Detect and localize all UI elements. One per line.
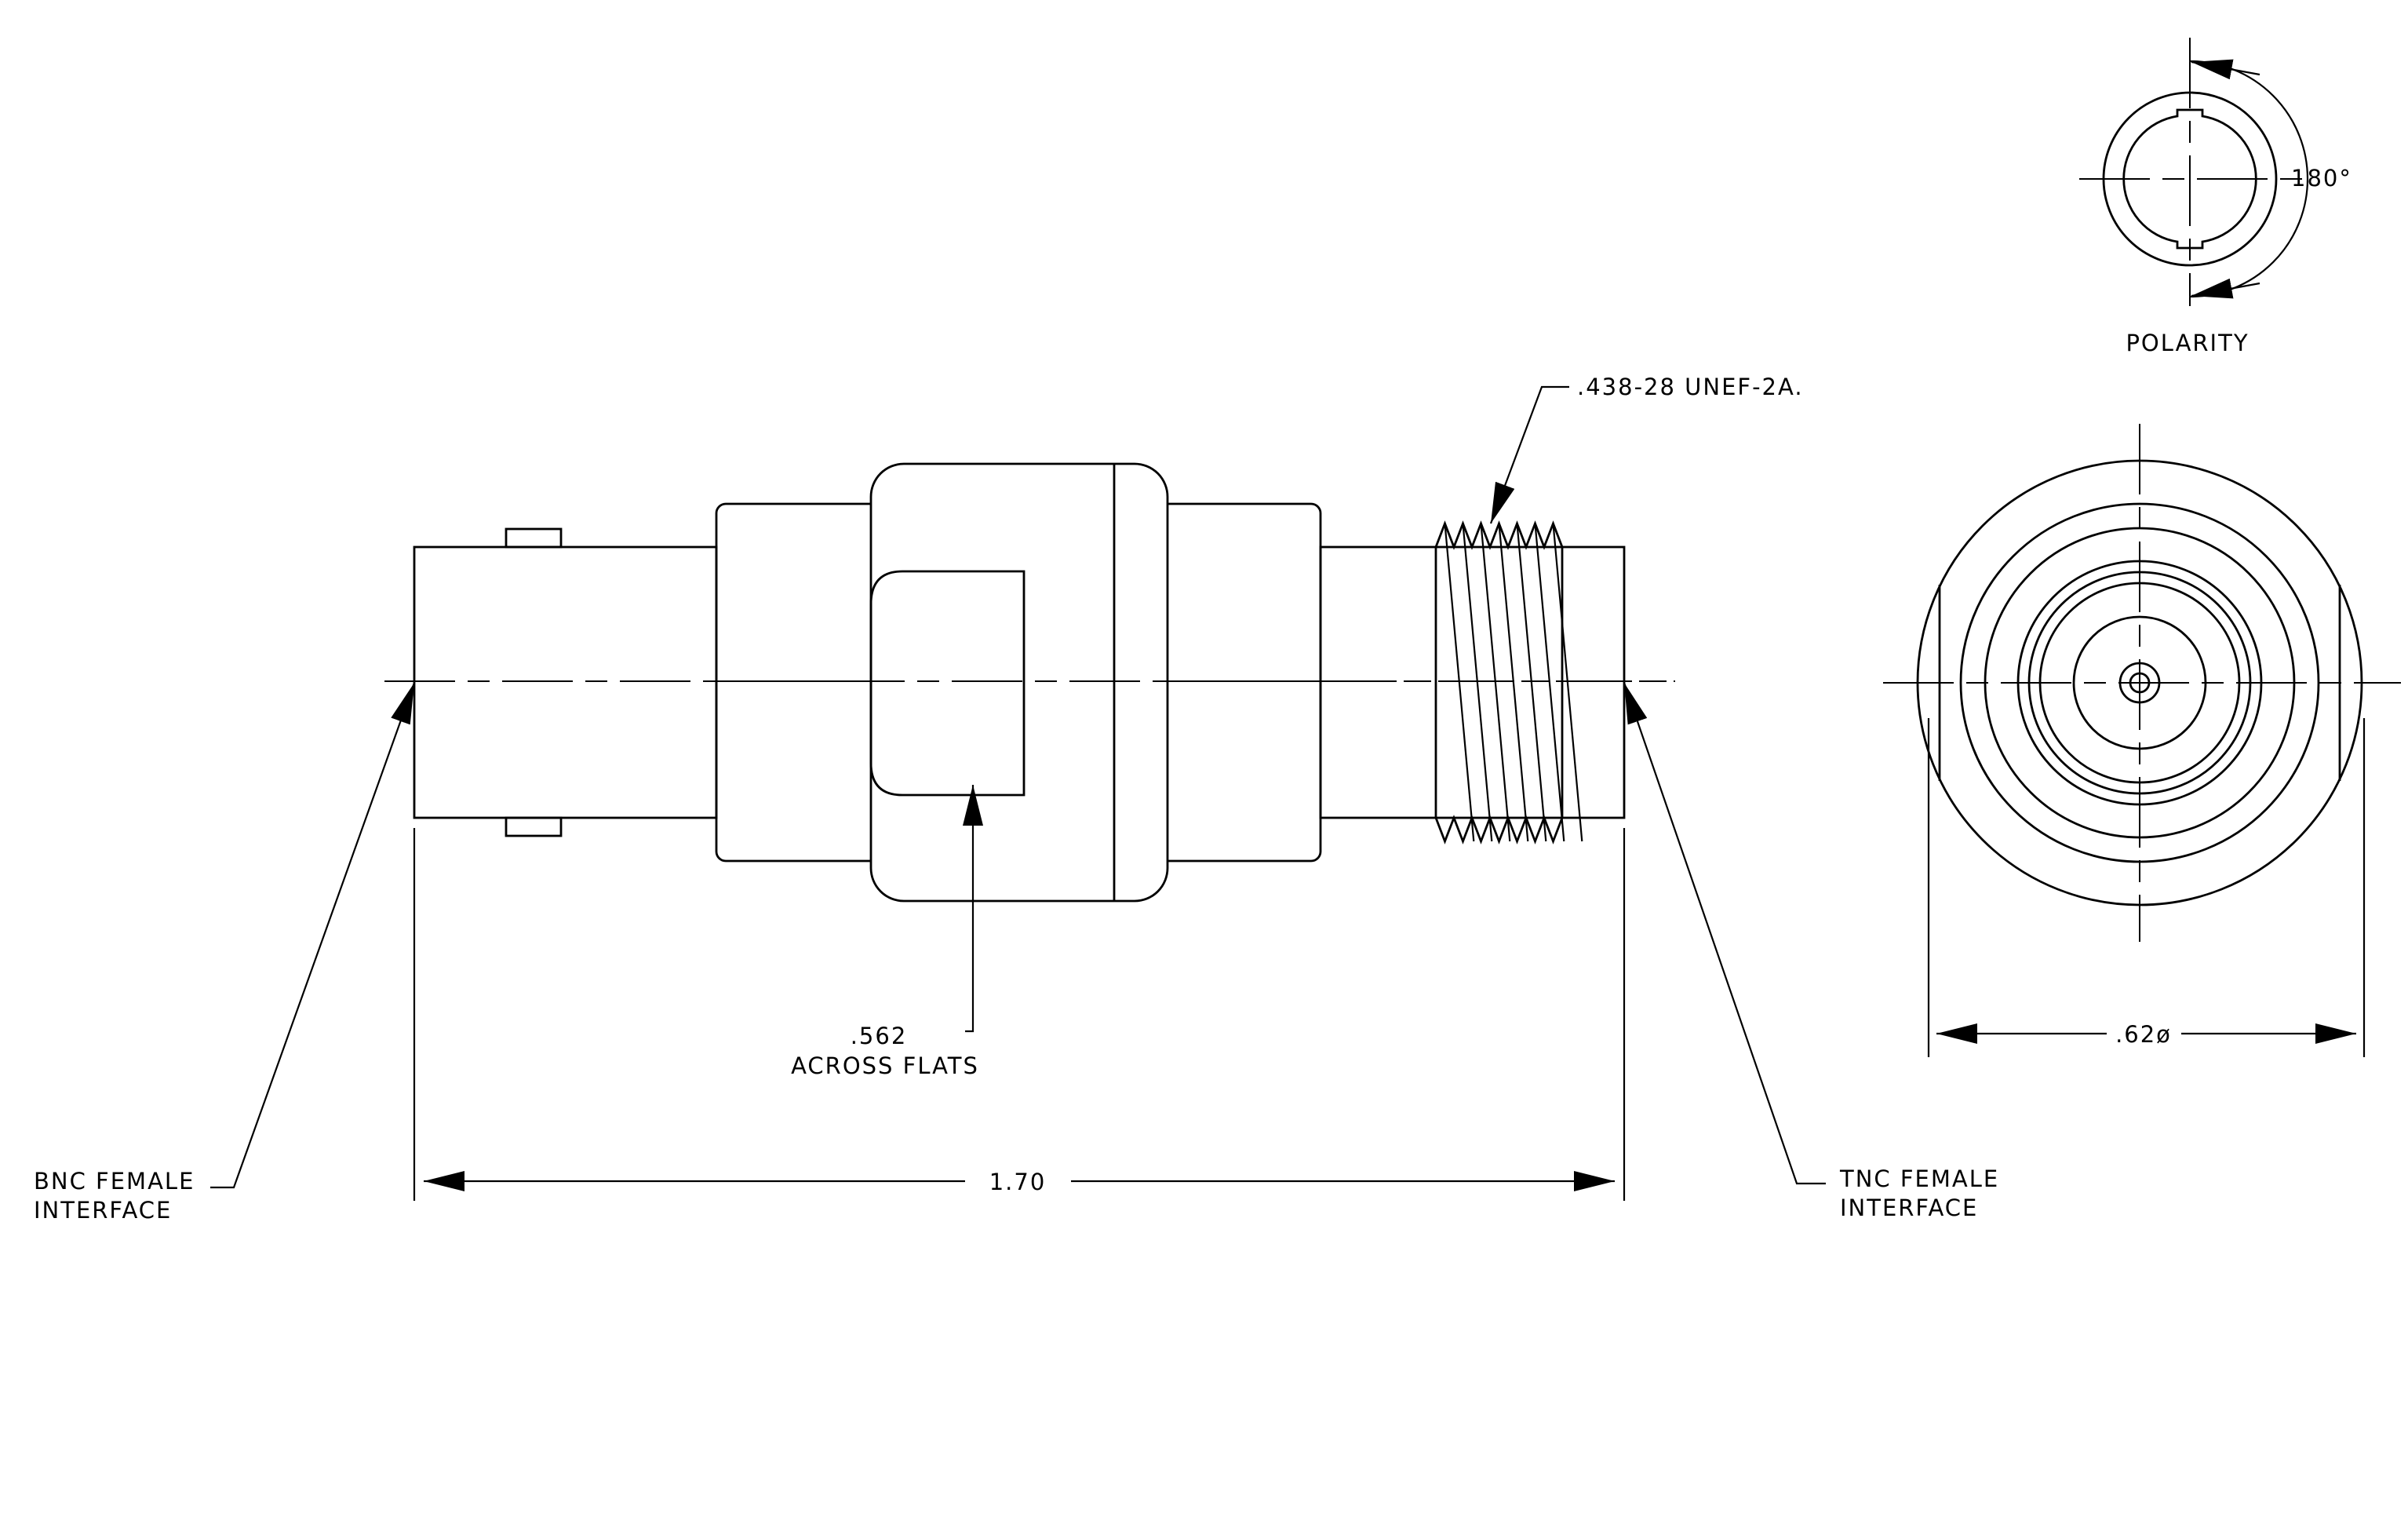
- overall-length-label: 1.70: [989, 1169, 1047, 1195]
- bnc-body: [413, 545, 718, 819]
- side-view: 1.70 .562 ACROSS FLATS .438-28 UNEF-2A. …: [34, 374, 1999, 1224]
- thread-crest-line: [1462, 523, 1493, 842]
- tnc-leader: [1623, 682, 1826, 1185]
- flats-value-label: .562: [851, 1023, 908, 1049]
- end-view: .62ø: [1883, 424, 2401, 1057]
- thread-spec-label: .438-28 UNEF-2A.: [1577, 374, 1804, 400]
- polarity-keyed-bore: [2122, 108, 2257, 250]
- thread-crest-line: [1444, 523, 1475, 842]
- end-view-ring-3: [1984, 527, 2296, 839]
- polarity-rotation-arc: [2189, 60, 2309, 298]
- bnc-label-line1: BNC FEMALE: [34, 1168, 195, 1195]
- end-view-ring-6: [2038, 582, 2241, 784]
- end-diameter-label: .62ø: [2115, 1021, 2172, 1048]
- thread-helix: [1434, 523, 1583, 844]
- flats-text-label: ACROSS FLATS: [791, 1052, 979, 1079]
- bnc-bayonet-stud-top: [505, 527, 563, 549]
- thread-crest-line: [1516, 523, 1547, 842]
- tnc-label-line1: TNC FEMALE: [1839, 1165, 1999, 1192]
- end-view-ring-4: [2016, 560, 2263, 806]
- end-view-ring-5: [2027, 571, 2252, 795]
- thread-leader: [1489, 385, 1569, 524]
- polarity-angle-label: 180°: [2291, 165, 2352, 191]
- polarity-arrow-top: [2191, 59, 2260, 80]
- bnc-bayonet-stud-bottom: [505, 816, 563, 837]
- hex-flat-face: [869, 570, 1025, 797]
- polarity-arrow-bottom: [2191, 278, 2260, 299]
- end-view-dielectric: [2072, 615, 2207, 750]
- bnc-label-line2: INTERFACE: [34, 1197, 172, 1224]
- polarity-outer-circle: [2102, 91, 2278, 267]
- thread-crest-line: [1534, 523, 1565, 842]
- bnc-leader: [210, 682, 416, 1189]
- polarity-label: POLARITY: [2126, 330, 2249, 356]
- tnc-label-line2: INTERFACE: [1840, 1195, 1978, 1221]
- polarity-view: 180° POLARITY: [2079, 38, 2352, 356]
- end-view-outer-circle: [1916, 459, 2363, 906]
- thread-profile-bottom: [1434, 815, 1564, 844]
- end-view-ring-2: [1959, 502, 2320, 863]
- thread-crest-line: [1480, 523, 1511, 842]
- end-view-contact-outer: [2118, 662, 2161, 704]
- end-view-contact-inner: [2129, 672, 2151, 694]
- flats-leader: [963, 785, 983, 1033]
- hex-nut: [869, 462, 1169, 903]
- tnc-body: [1319, 545, 1626, 819]
- thread-crest-line: [1498, 523, 1529, 842]
- thread-crest-line: [1552, 523, 1583, 842]
